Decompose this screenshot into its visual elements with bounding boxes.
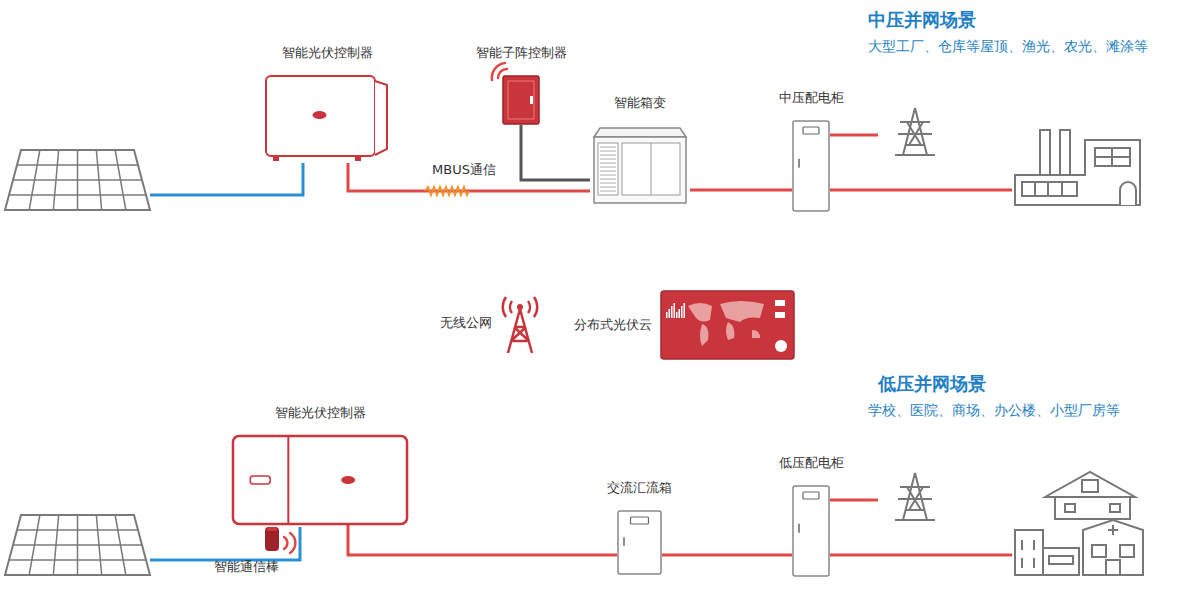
subarray-controller: 智能子阵控制器 [502,75,540,125]
node-label: 智能通信棒 [214,559,279,575]
inverter-icon [232,435,408,525]
node-label: 交流汇流箱 [607,480,672,496]
wireless-tower-icon [500,293,540,353]
buildings [1015,472,1143,575]
node-label: 智能光伏控制器 [275,405,366,421]
connector [690,190,792,191]
box-transformer: 智能箱变 [590,125,690,205]
connector [662,555,792,556]
box-transformer-icon [590,125,690,205]
mbus-signal [425,187,469,195]
ac-combiner-icon [617,510,662,575]
grid-tower [895,108,935,520]
node-label: 低压配电柜 [779,455,844,471]
ac-cable [830,135,1012,555]
node-label: 智能子阵控制器 [476,45,567,61]
scenario-description: 大型工厂、仓库等屋顶、渔光、农光、滩涂等 [868,38,1148,56]
scenario-heading: 中压并网场景 [868,8,976,32]
cloud-screen-icon [660,290,795,360]
mv-cabinet-icon [792,120,830,212]
inverter: 智能光伏控制器 [232,435,408,525]
scenario-heading: 低压并网场景 [878,372,986,396]
node-label: 智能箱变 [614,95,666,111]
connector [521,125,590,180]
lv-cabinet: 低压配电柜 [792,485,830,577]
node-label: 无线公网 [440,315,492,331]
node-label: 分布式光伏云 [574,317,652,333]
wireless-tower: 无线公网 [500,293,540,353]
scenario-description: 学校、医院、商场、办公楼、小型厂房等 [868,402,1120,420]
comm-stick: 智能通信棒 [264,527,280,551]
ac-combiner: 交流汇流箱 [617,510,662,575]
connector [348,525,617,555]
comm-stick-icon [264,527,280,551]
node-label: 智能光伏控制器 [282,45,373,61]
inverter-icon [265,75,390,163]
factory [1015,130,1140,205]
solar-panel [5,150,150,575]
dc-cable [150,163,303,195]
inverter: 智能光伏控制器 [265,75,390,163]
cloud-screen: 分布式光伏云 [660,290,795,360]
mv-cabinet: 中压配电柜 [792,120,830,212]
dc-cable [150,527,300,560]
node-label: 中压配电柜 [779,90,844,106]
lv-cabinet-icon [792,485,830,577]
edge-label: MBUS通信 [432,161,496,179]
subarray-controller-icon [502,75,540,125]
